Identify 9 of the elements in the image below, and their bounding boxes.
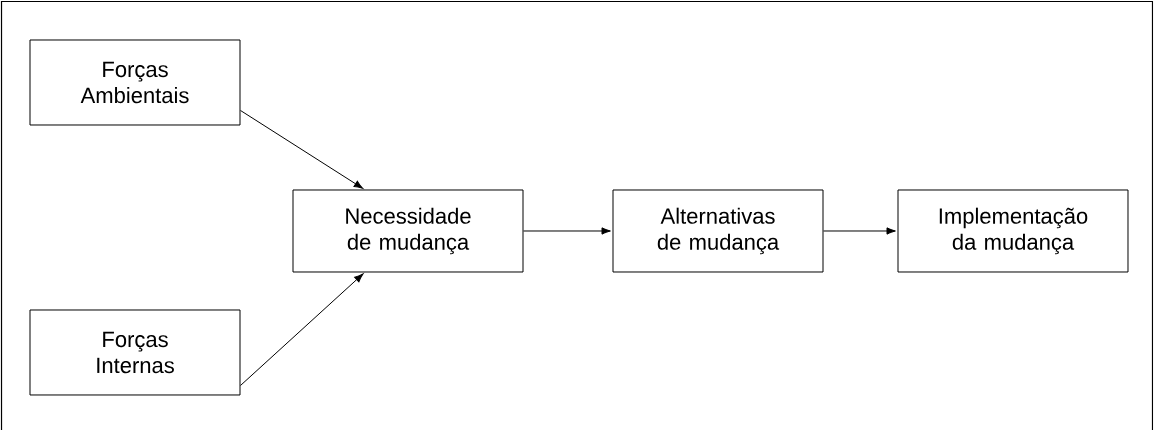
process-box: Forças Ambientais: [29, 39, 241, 126]
process-box: Necessidade de mudança: [292, 189, 524, 273]
arrow: [240, 273, 364, 386]
arrow: [523, 227, 611, 235]
arrow: [240, 110, 364, 189]
process-box: Forças Internas: [29, 309, 241, 396]
process-box: Implementação da mudança: [897, 189, 1129, 273]
arrow: [823, 227, 896, 235]
process-box: Alternativas de mudança: [612, 189, 824, 273]
